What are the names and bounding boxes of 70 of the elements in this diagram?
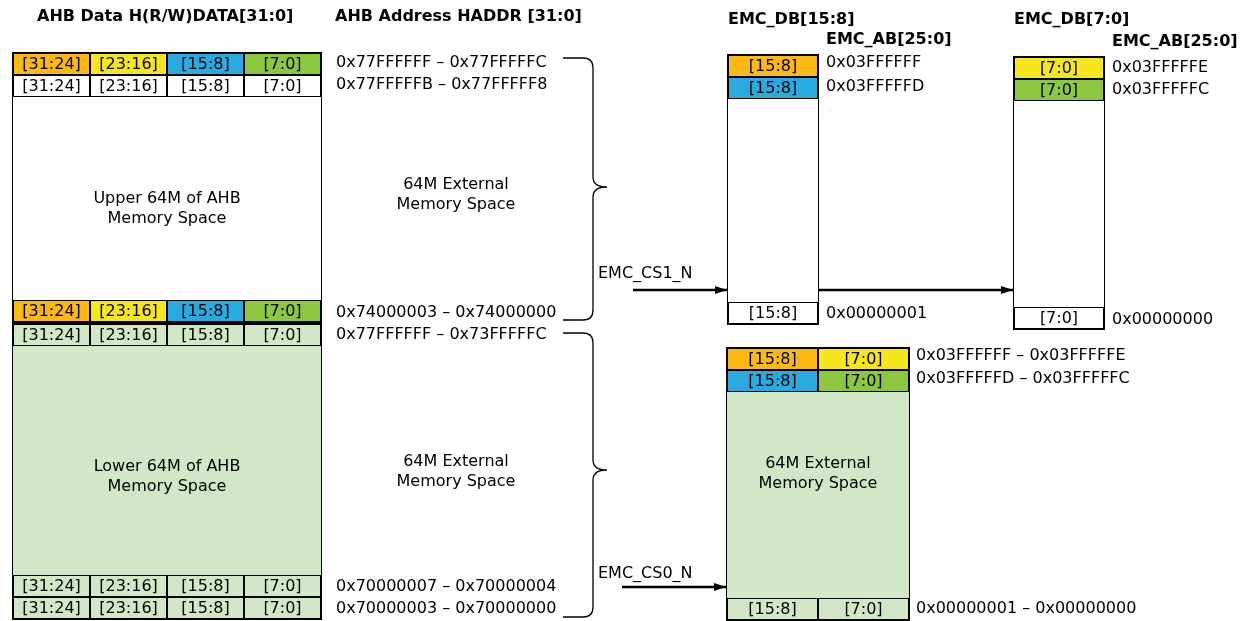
edge-label: EMC_CS0_N xyxy=(598,563,693,583)
byte-lane-cell: [23:16] xyxy=(90,597,167,619)
byte-lane-cell: [7:0] xyxy=(244,300,321,322)
address-label: 0x70000003 – 0x70000000 xyxy=(336,598,557,618)
column-heading: EMC_DB[15:8] xyxy=(728,9,855,28)
byte-lane-cell: [31:24] xyxy=(13,575,90,597)
column-heading: EMC_DB[7:0] xyxy=(1014,9,1130,28)
byte-lane-cell: [31:24] xyxy=(13,75,90,97)
byte-lane-cell: [7:0] xyxy=(244,575,321,597)
byte-lane-cell: [23:16] xyxy=(90,575,167,597)
byte-lane-cell: [31:24] xyxy=(13,53,90,75)
byte-lane-cell: [15:8] xyxy=(167,75,244,97)
byte-lane-cell: [15:8] xyxy=(167,53,244,75)
byte-lane-cell: [15:8] xyxy=(167,300,244,322)
column-heading: AHB Address HADDR [31:0] xyxy=(335,6,582,26)
memory-block xyxy=(12,52,322,323)
block-label: Upper 64M of AHB Memory Space xyxy=(92,188,242,228)
address-label: 0x00000001 – 0x00000000 xyxy=(916,598,1137,618)
byte-lane-cell: [31:24] xyxy=(13,324,90,346)
byte-lane-cell: [23:16] xyxy=(90,53,167,75)
byte-lane-cell: [7:0] xyxy=(1014,57,1104,79)
arrow xyxy=(622,583,726,591)
byte-lane-cell: [15:8] xyxy=(167,324,244,346)
address-label: 0x03FFFFFC xyxy=(1112,79,1210,99)
region-label: 64M External Memory Space xyxy=(395,174,517,214)
byte-lane-cell: [7:0] xyxy=(818,598,909,620)
address-label: 0x70000007 – 0x70000004 xyxy=(336,576,557,596)
byte-lane-cell: [7:0] xyxy=(818,348,909,370)
arrow xyxy=(633,286,727,294)
byte-lane-cell: [7:0] xyxy=(244,53,321,75)
address-label: 0x03FFFFFF xyxy=(826,52,922,72)
region-label: 64M External Memory Space xyxy=(395,451,517,491)
column-heading: EMC_AB[25:0] xyxy=(826,29,952,49)
byte-lane-cell: [23:16] xyxy=(90,324,167,346)
byte-lane-cell: [15:8] xyxy=(728,55,818,77)
byte-lane-cell: [31:24] xyxy=(13,597,90,619)
address-label: 0x74000003 – 0x74000000 xyxy=(336,302,557,322)
byte-lane-cell: [15:8] xyxy=(727,598,818,620)
address-label: 0x03FFFFFE xyxy=(1112,57,1209,77)
byte-lane-cell: [7:0] xyxy=(818,370,909,392)
byte-lane-cell: [7:0] xyxy=(1014,307,1104,329)
address-label: 0x77FFFFFB – 0x77FFFFF8 xyxy=(336,74,548,94)
memory-block xyxy=(12,323,322,620)
byte-lane-cell: [23:16] xyxy=(90,75,167,97)
byte-lane-cell: [23:16] xyxy=(90,300,167,322)
byte-lane-cell: [15:8] xyxy=(728,302,818,324)
byte-lane-cell: [15:8] xyxy=(728,77,818,99)
byte-lane-cell: [31:24] xyxy=(13,300,90,322)
byte-lane-cell: [15:8] xyxy=(167,597,244,619)
address-label: 0x77FFFFFF – 0x77FFFFFC xyxy=(336,52,547,72)
address-label: 0x03FFFFFF – 0x03FFFFFE xyxy=(916,345,1126,365)
edge-label: EMC_CS1_N xyxy=(598,263,693,283)
arrow xyxy=(819,286,1013,294)
address-label: 0x03FFFFFD – 0x03FFFFFC xyxy=(916,368,1130,388)
block-label: 64M External Memory Space xyxy=(757,453,879,493)
byte-lane-cell: [7:0] xyxy=(244,597,321,619)
address-label: 0x00000000 xyxy=(1112,309,1214,329)
memory-block xyxy=(726,347,910,621)
byte-lane-cell: [7:0] xyxy=(1014,79,1104,101)
block-label: Lower 64M of AHB Memory Space xyxy=(92,456,242,496)
address-label: 0x77FFFFFF – 0x73FFFFFC xyxy=(336,324,547,344)
address-label: 0x00000001 xyxy=(826,303,928,323)
byte-lane-cell: [7:0] xyxy=(244,75,321,97)
address-label: 0x03FFFFFD xyxy=(826,76,925,96)
byte-lane-cell: [15:8] xyxy=(727,348,818,370)
byte-lane-cell: [7:0] xyxy=(244,324,321,346)
byte-lane-cell: [15:8] xyxy=(727,370,818,392)
byte-lane-cell: [15:8] xyxy=(167,575,244,597)
column-heading: AHB Data H(R/W)DATA[31:0] xyxy=(37,6,294,26)
column-heading: EMC_AB[25:0] xyxy=(1112,31,1238,51)
